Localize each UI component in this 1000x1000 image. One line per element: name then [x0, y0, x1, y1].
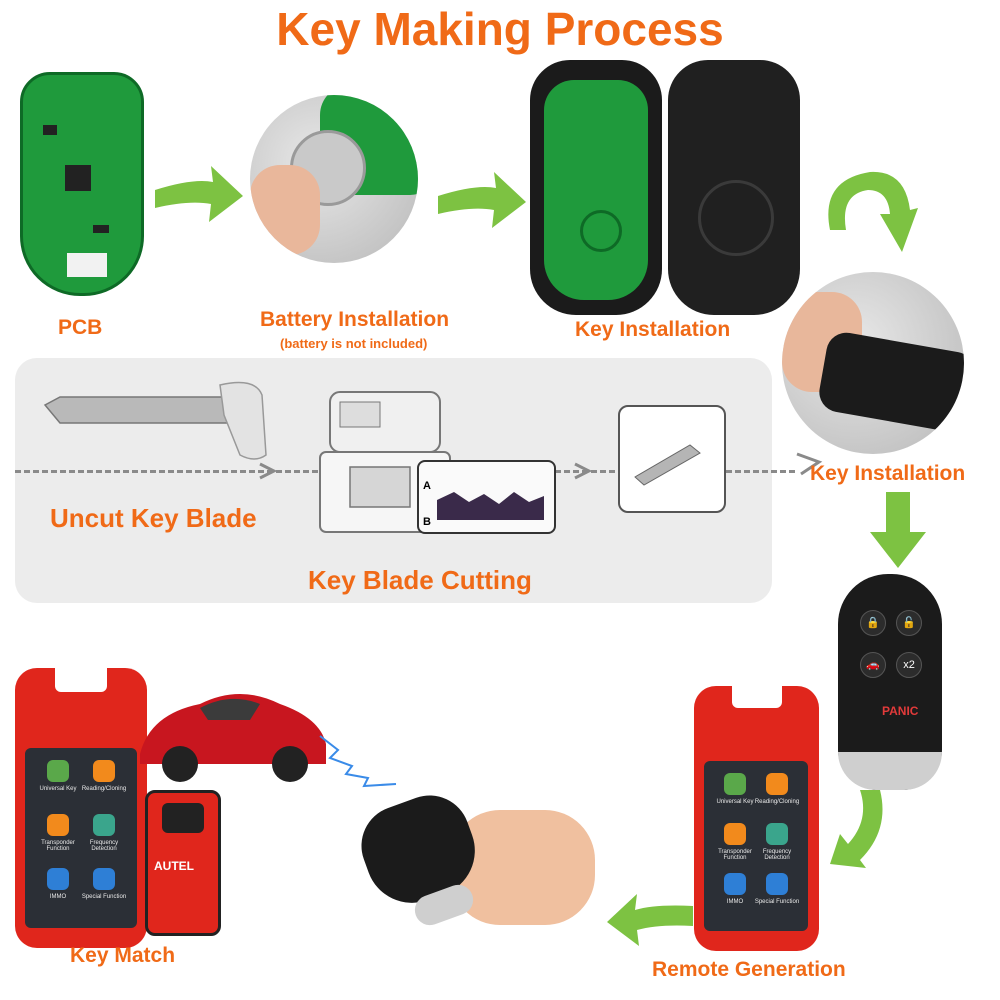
curved-arrow-icon — [828, 171, 918, 252]
curved-arrow-icon — [830, 790, 883, 868]
arrow-right-icon — [155, 166, 243, 222]
dash-arrow-icon — [259, 462, 276, 480]
app-label: Transponder Function — [718, 849, 752, 861]
dash-arrow-icon — [796, 452, 823, 476]
key-match-tablet-image: Universal Key Reading/Cloning Transponde… — [15, 668, 147, 948]
key-installation-label-2: Key Installation — [810, 462, 966, 485]
arrow-down-icon — [870, 492, 926, 568]
app-label: Universal Key — [716, 799, 754, 805]
remote-generation-label: Remote Generation — [652, 958, 846, 981]
app-label: IMMO — [49, 894, 67, 900]
uncut-key-blade-image — [43, 381, 267, 460]
smart-key-fob-image: 🔒 🔓 🚗 x2 PANIC — [838, 574, 942, 790]
app-label: Reading/Cloning — [81, 786, 127, 792]
app-label: Transponder Function — [41, 840, 75, 852]
pcb-label: PCB — [58, 316, 103, 339]
panic-button-label: PANIC — [882, 704, 919, 718]
remote-generation-tablet-image: Universal Key Reading/Cloning Transponde… — [694, 686, 819, 951]
battery-installation-image — [250, 95, 418, 263]
app-label: Special Function — [754, 899, 800, 905]
app-label: Frequency Detection — [762, 849, 792, 861]
arrow-left-icon — [607, 894, 693, 946]
app-label: Reading/Cloning — [754, 799, 800, 805]
hand-holding-key-image — [350, 784, 595, 930]
app-label: IMMO — [726, 899, 744, 905]
app-label: Special Function — [81, 894, 127, 900]
vci-device-image: AUTEL — [145, 790, 221, 936]
lock-icon: 🔒 — [860, 610, 886, 636]
arrow-right-icon — [438, 172, 526, 228]
key-shell-front-image — [530, 60, 662, 315]
app-label: Frequency Detection — [89, 840, 119, 852]
app-label: Universal Key — [39, 786, 77, 792]
cutting-graph: A B — [417, 460, 556, 534]
key-closing-image — [782, 272, 964, 454]
battery-label: Battery Installation — [260, 308, 450, 331]
cut-key-blade-image — [618, 405, 726, 513]
dash-arrow-icon — [574, 462, 591, 480]
graph-label-b: B — [423, 516, 431, 528]
key-shell-back-image — [668, 60, 800, 315]
trunk-icon: 🚗 — [860, 652, 886, 678]
blade-cutting-label: Key Blade Cutting — [308, 565, 532, 595]
page-title: Key Making Process — [276, 3, 724, 55]
signal-wave-icon — [319, 735, 397, 788]
vci-brand: AUTEL — [154, 859, 194, 873]
red-car-image — [140, 694, 326, 782]
battery-note: (battery is not included) — [280, 336, 428, 351]
key-match-label: Key Match — [70, 944, 176, 967]
key-installation-label-1: Key Installation — [575, 318, 731, 341]
pcb-board-image — [20, 72, 144, 296]
unlock-icon: 🔓 — [896, 610, 922, 636]
uncut-blade-label: Uncut Key Blade — [50, 503, 257, 533]
remote-start-icon: x2 — [896, 652, 922, 678]
graph-label-a: A — [423, 480, 431, 492]
